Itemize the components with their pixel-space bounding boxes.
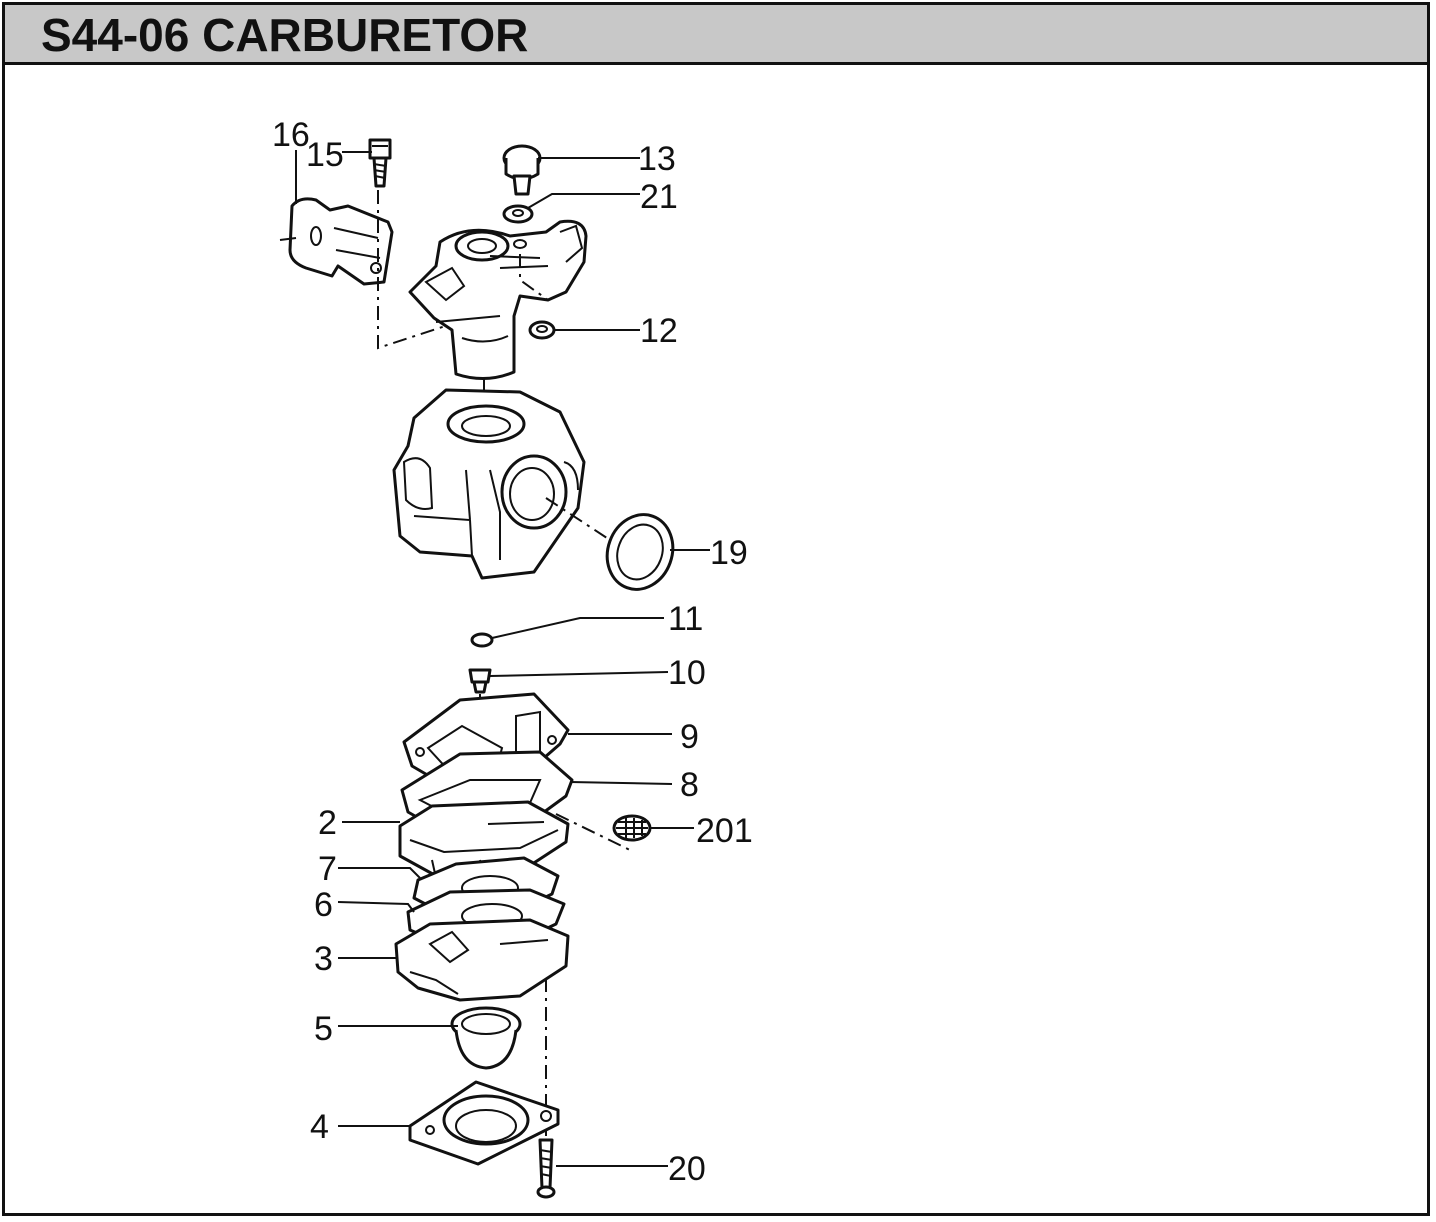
callout-12: 12: [640, 312, 678, 350]
part-13-adjust-screw[interactable]: [502, 144, 542, 196]
callout-3: 3: [314, 940, 333, 978]
callout-21: 21: [640, 178, 678, 216]
callout-2: 2: [318, 804, 337, 842]
callout-10: 10: [668, 654, 706, 692]
title-bar: S44-06 CARBURETOR: [5, 5, 1427, 65]
callout-4: 4: [310, 1108, 329, 1146]
callout-5: 5: [314, 1010, 333, 1048]
callout-6: 6: [314, 886, 333, 924]
part-3-metering-body[interactable]: [394, 918, 570, 1002]
callout-20: 20: [668, 1150, 706, 1188]
callout-7: 7: [318, 850, 337, 888]
leader-lines: [295, 150, 710, 1167]
part-4-cover[interactable]: [408, 1080, 560, 1166]
part-5-cup[interactable]: [450, 1006, 522, 1070]
callout-9: 9: [680, 718, 699, 756]
part-19-seal[interactable]: [597, 505, 683, 598]
callout-11: 11: [668, 600, 703, 638]
part-20-screw[interactable]: [536, 1138, 556, 1199]
callout-8: 8: [680, 766, 699, 804]
part-16-choke-lever[interactable]: [279, 197, 394, 286]
assembly-axis-lever: [377, 190, 471, 350]
part-21-washer[interactable]: [502, 204, 534, 224]
page-title: S44-06 CARBURETOR: [41, 9, 529, 61]
part-11-o-ring[interactable]: [470, 632, 494, 648]
throttle-body-upper: [408, 219, 588, 380]
carburetor-main-body: [392, 388, 586, 580]
callout-labels: 16 15 13 21 12 19 11 10 9 8 201 2 7 6 3 …: [272, 116, 753, 1188]
callout-15: 15: [306, 136, 344, 174]
assembly-axis-seal: [545, 497, 611, 541]
part-201-screen[interactable]: [612, 814, 652, 842]
callout-19: 19: [710, 534, 748, 572]
part-10-valve[interactable]: [468, 668, 492, 694]
callout-201: 201: [696, 812, 753, 850]
part-12-ring[interactable]: [528, 320, 556, 340]
callout-13: 13: [638, 140, 676, 178]
callout-16: 16: [272, 116, 310, 154]
part-15-screw[interactable]: [368, 138, 392, 188]
